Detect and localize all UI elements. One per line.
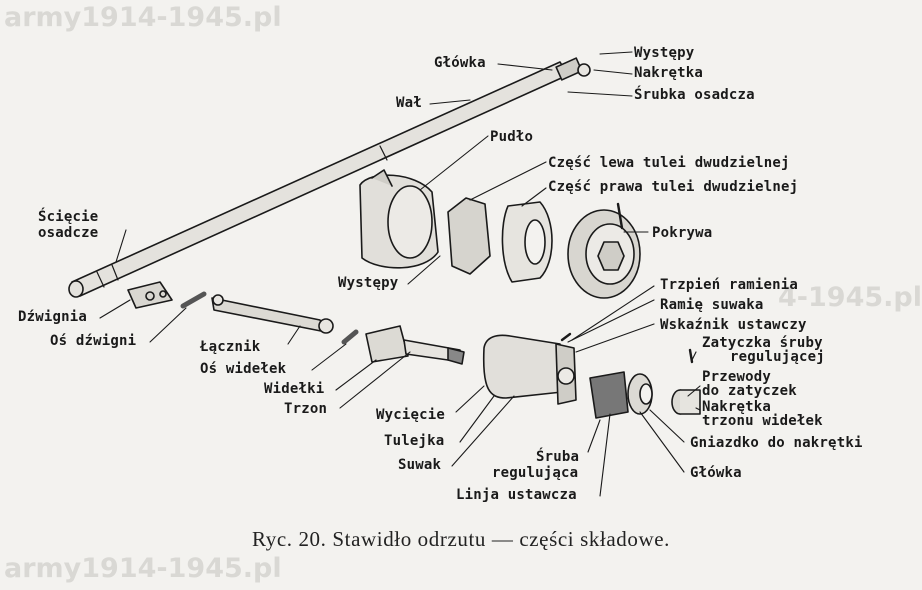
label-nakretka2-line1: Nakrętka	[702, 399, 772, 415]
label-srubka-osadcza: Śrubka osadcza	[634, 87, 755, 103]
fork-axle-part	[341, 329, 359, 345]
label-przewody-line2: do zatyczek	[702, 383, 797, 399]
drum-part	[359, 169, 439, 269]
adjusting-screw-part	[589, 371, 653, 419]
label-wyciecie: Wycięcie	[376, 407, 446, 423]
label-pokrywa: Pokrywa	[652, 225, 713, 241]
label-przewody-line1: Przewody	[702, 369, 772, 385]
watermark-top: army1914-1945.pl	[4, 2, 282, 33]
label-nakretka-top: Nakrętka	[634, 65, 704, 81]
label-os-dzwigni: Oś dźwigni	[50, 333, 137, 349]
label-dzwignia: Dźwignia	[18, 309, 88, 325]
link-part	[211, 294, 334, 334]
lever-part	[127, 281, 173, 309]
label-os-widelek: Oś widełek	[200, 361, 287, 377]
label-sciecie-line1: Ścięcie	[38, 209, 99, 225]
label-glowka-top: Główka	[434, 55, 486, 71]
label-linja: Linja ustawcza	[456, 487, 577, 503]
watermark-mid: 4-1945.pl	[778, 282, 922, 313]
label-zatyczka-line2: regulującej	[730, 349, 825, 365]
label-wskaznik: Wskaźnik ustawczy	[660, 317, 807, 333]
label-glowka-bottom: Główka	[690, 465, 742, 481]
cover-part	[567, 202, 641, 299]
label-sciecie-line2: osadcze	[38, 225, 99, 241]
label-tulejka: Tulejka	[384, 433, 445, 449]
label-nakretka2-line2: trzonu widełek	[702, 413, 823, 429]
label-wal: Wał	[396, 95, 422, 111]
label-suwak: Suwak	[398, 457, 442, 473]
label-czesc-prawa: Część prawa tulei dwudzielnej	[548, 179, 799, 195]
label-trzon: Trzon	[284, 401, 328, 417]
fork-nut-part	[671, 389, 701, 415]
fork-part	[365, 325, 465, 365]
label-lacznik: Łącznik	[200, 339, 261, 355]
label-sruba-line2: regulująca	[492, 465, 579, 481]
label-gniazdko: Gniazdko do nakrętki	[690, 435, 863, 451]
lever-axle-part	[180, 291, 207, 309]
label-ramie: Ramię suwaka	[660, 297, 764, 313]
label-pudlo: Pudło	[490, 129, 534, 145]
label-sruba-line1: Śruba	[536, 449, 580, 465]
label-wystepy-mid: Występy	[338, 275, 399, 291]
label-widelki: Widełki	[264, 381, 325, 397]
label-zatyczka-line1: Zatyczka śruby	[702, 335, 823, 351]
split-sleeve-part	[447, 197, 553, 283]
watermark-bottom: army1914-1945.pl	[4, 553, 282, 584]
label-czesc-lewa: Część lewa tulei dwudzielnej	[548, 155, 790, 171]
figure-caption: Ryc. 20. Stawidło odrzutu — części skład…	[251, 527, 671, 551]
slider-part	[482, 332, 577, 405]
label-trzpien: Trzpień ramienia	[660, 277, 799, 293]
label-wystepy-top: Występy	[634, 45, 695, 61]
leader-lines	[99, 51, 701, 497]
shaft-part	[68, 57, 591, 298]
